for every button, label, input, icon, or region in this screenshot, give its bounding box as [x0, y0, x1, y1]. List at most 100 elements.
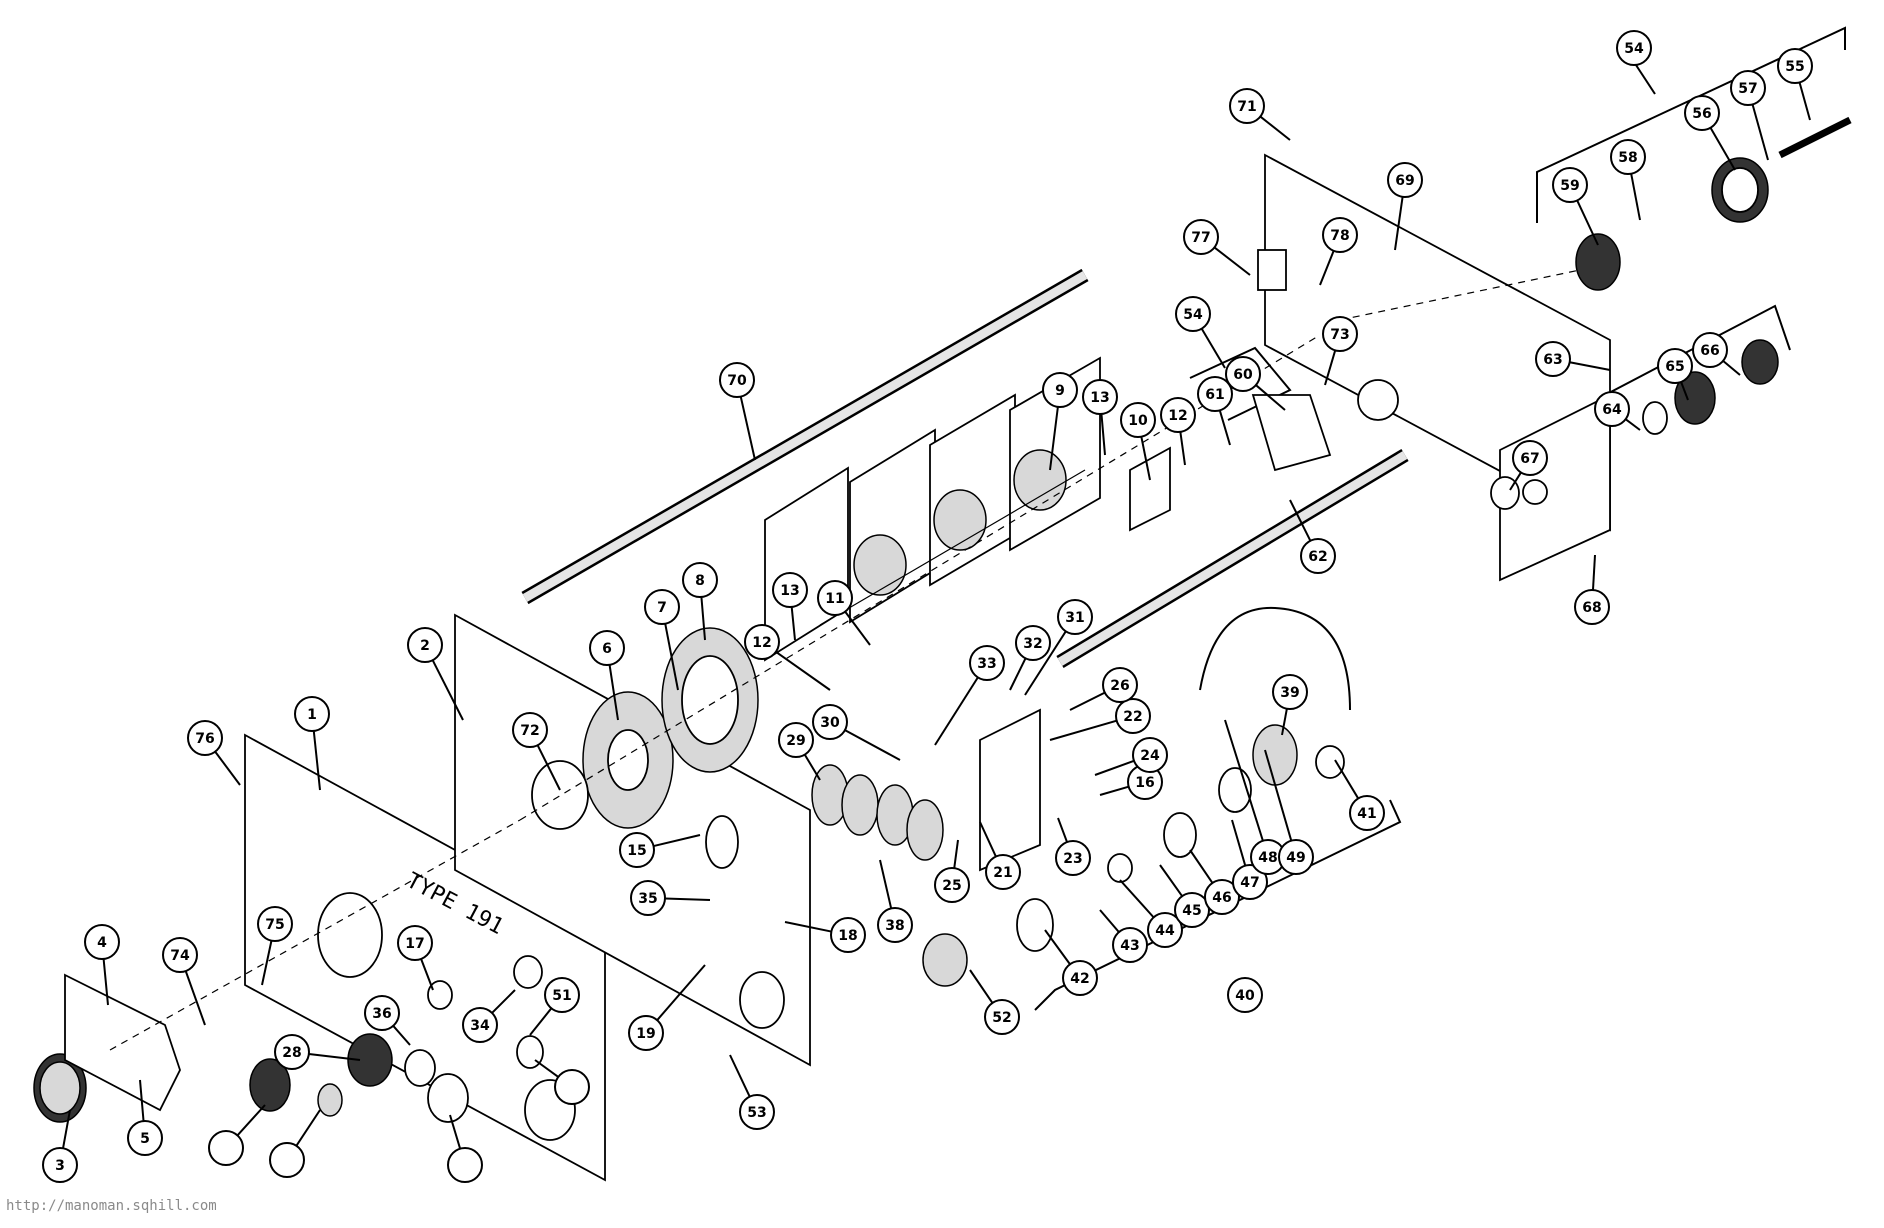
callout-number: 26 [1110, 678, 1129, 694]
callout-number: 1 [307, 707, 317, 723]
callout-number: 44 [1155, 923, 1175, 939]
callout-number: 54 [1624, 41, 1644, 57]
callout-number: 15 [627, 843, 646, 859]
leader-line [1232, 820, 1245, 866]
callout-circle [209, 1131, 243, 1165]
callout-number: 18 [838, 928, 857, 944]
callout-circle [555, 1070, 589, 1104]
callout-number: 22 [1123, 709, 1142, 725]
callout-number: 71 [1237, 99, 1256, 115]
leader-line [970, 970, 992, 1003]
callout-number: 65 [1665, 359, 1684, 375]
callout-number: 31 [1065, 610, 1084, 626]
leader-line [880, 860, 891, 908]
callout-number: 4 [97, 935, 107, 951]
callout-number: 3 [55, 1158, 65, 1174]
callout-number: 8 [695, 573, 705, 589]
callout-number: 73 [1330, 327, 1349, 343]
callout-number: 23 [1063, 851, 1082, 867]
callout-number: 47 [1240, 875, 1259, 891]
callout-59: 59 [1553, 168, 1598, 245]
callout-33: 33 [935, 646, 1004, 745]
callout-54: 54 [1176, 297, 1225, 368]
callout-29: 29 [779, 723, 820, 780]
leader-line [1050, 721, 1117, 740]
leader-line [776, 652, 830, 690]
callout-number: 21 [993, 865, 1012, 881]
callout-number: 16 [1135, 775, 1154, 791]
leader-line [1711, 128, 1735, 170]
callout-number: 46 [1212, 890, 1231, 906]
callout-70: 70 [720, 363, 755, 460]
callout-number: 49 [1286, 850, 1305, 866]
callout-number: 57 [1738, 81, 1757, 97]
leader-line [935, 677, 978, 745]
callout-number: 33 [977, 656, 996, 672]
callout-74: 74 [163, 938, 205, 1025]
callout-number: 43 [1120, 938, 1139, 954]
bracket-54-leader [1634, 62, 1655, 94]
leader-line [1753, 104, 1768, 160]
callout-55: 55 [1778, 49, 1812, 120]
callout-number: 62 [1308, 549, 1327, 565]
callout-66: 66 [1693, 333, 1740, 375]
callout-40: 40 [1228, 978, 1262, 1012]
callout-number: 13 [780, 583, 799, 599]
leader-line [1335, 760, 1358, 798]
callout-57: 57 [1731, 71, 1768, 160]
leader-line [805, 755, 820, 780]
callout-number: 61 [1205, 387, 1224, 403]
callout-number: 12 [752, 635, 771, 651]
callout-number: 17 [405, 936, 424, 952]
callout-number: 48 [1258, 850, 1277, 866]
callout-number: 9 [1055, 383, 1065, 399]
leader-line [1800, 82, 1810, 120]
callout-number: 6 [602, 641, 612, 657]
leader-line [1045, 930, 1070, 964]
callout-number: 38 [885, 918, 904, 934]
callout-41: 41 [1335, 760, 1384, 830]
callout-blank [448, 1115, 482, 1182]
callout-68: 68 [1575, 555, 1609, 624]
leader-line [845, 730, 900, 760]
callout-number: 51 [552, 988, 571, 1004]
callout-number: 7 [657, 600, 667, 616]
callout-71: 71 [1230, 89, 1290, 140]
callout-number: 13 [1090, 390, 1109, 406]
callout-number: 77 [1191, 230, 1210, 246]
callout-number: 28 [282, 1045, 301, 1061]
leader-line [1214, 247, 1250, 275]
callout-circle [270, 1143, 304, 1177]
callout-number: 69 [1395, 173, 1414, 189]
callout-38: 38 [878, 860, 912, 942]
callout-number: 5 [140, 1131, 150, 1147]
callout-number: 68 [1582, 600, 1601, 616]
leader-line [1160, 865, 1182, 896]
callout-number: 63 [1543, 352, 1562, 368]
callout-number: 32 [1023, 636, 1042, 652]
leader-line [1100, 787, 1129, 795]
callout-number: 34 [470, 1018, 490, 1034]
callout-number: 29 [786, 733, 805, 749]
callout-22: 22 [1050, 699, 1150, 740]
callout-30: 30 [813, 705, 900, 760]
callout-54: 54 [1617, 31, 1651, 65]
callout-number: 56 [1692, 106, 1711, 122]
callout-number: 75 [265, 917, 284, 933]
callout-number: 36 [372, 1006, 391, 1022]
callout-number: 76 [195, 731, 214, 747]
callout-number: 60 [1233, 367, 1253, 383]
callout-number: 24 [1140, 748, 1160, 764]
callout-number: 39 [1280, 685, 1299, 701]
callout-number: 41 [1357, 806, 1376, 822]
callout-number: 58 [1618, 150, 1637, 166]
watermark: http://manoman.sqhill.com [6, 1198, 217, 1214]
leader-line [954, 840, 958, 868]
leader-line [1631, 174, 1640, 220]
callout-77: 77 [1184, 220, 1250, 275]
callout-number: 45 [1182, 903, 1201, 919]
callout-number: 64 [1602, 402, 1622, 418]
callout-23: 23 [1056, 818, 1090, 875]
callout-24: 24 [1095, 738, 1167, 775]
